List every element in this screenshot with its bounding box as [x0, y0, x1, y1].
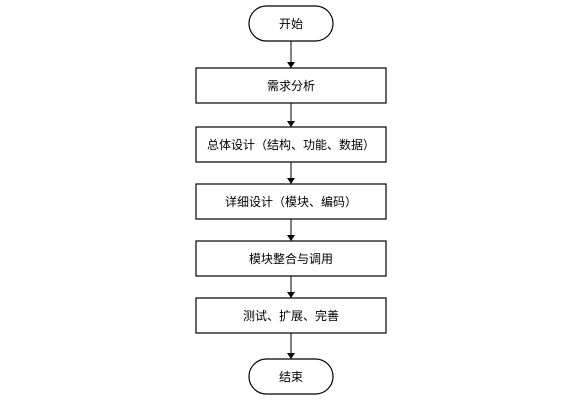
- step-node-4-label: 模块整合与调用: [249, 251, 333, 266]
- arrowhead: [287, 292, 295, 298]
- connector-step-2-to-step-3: [287, 162, 295, 184]
- step-node-5-label: 测试、扩展、完善: [243, 308, 339, 323]
- step-node-3-shape: [195, 183, 387, 220]
- arrowhead: [287, 235, 295, 241]
- step-node-5-shape: [195, 297, 387, 334]
- connector-step-4-to-step-5: [287, 276, 295, 298]
- connector-step-3-to-step-4: [287, 219, 295, 241]
- connector-start-to-step-1: [287, 41, 295, 68]
- step-node-2-label: 总体设计（结构、功能、数据）: [207, 137, 375, 152]
- step-node-3-label: 详细设计（模块、编码）: [225, 194, 357, 209]
- end-node: 结束: [248, 358, 334, 395]
- step-node-2: 总体设计（结构、功能、数据）: [195, 126, 387, 163]
- start-node: 开始: [248, 5, 334, 42]
- arrowhead: [287, 62, 295, 68]
- step-node-1-shape: [195, 67, 387, 104]
- end-node-shape: [248, 358, 334, 395]
- step-node-1-label: 需求分析: [267, 79, 315, 93]
- step-node-5: 测试、扩展、完善: [195, 297, 387, 334]
- step-node-4-shape: [195, 240, 387, 277]
- start-node-label: 开始: [279, 17, 303, 31]
- step-node-4: 模块整合与调用: [195, 240, 387, 277]
- connector-step-5-to-end: [287, 333, 295, 359]
- step-node-1: 需求分析: [195, 67, 387, 104]
- arrowhead: [287, 178, 295, 184]
- arrowhead: [287, 121, 295, 127]
- connector-step-1-to-step-2: [287, 103, 295, 127]
- arrowhead: [287, 353, 295, 359]
- step-node-3: 详细设计（模块、编码）: [195, 183, 387, 220]
- end-node-label: 结束: [279, 370, 303, 384]
